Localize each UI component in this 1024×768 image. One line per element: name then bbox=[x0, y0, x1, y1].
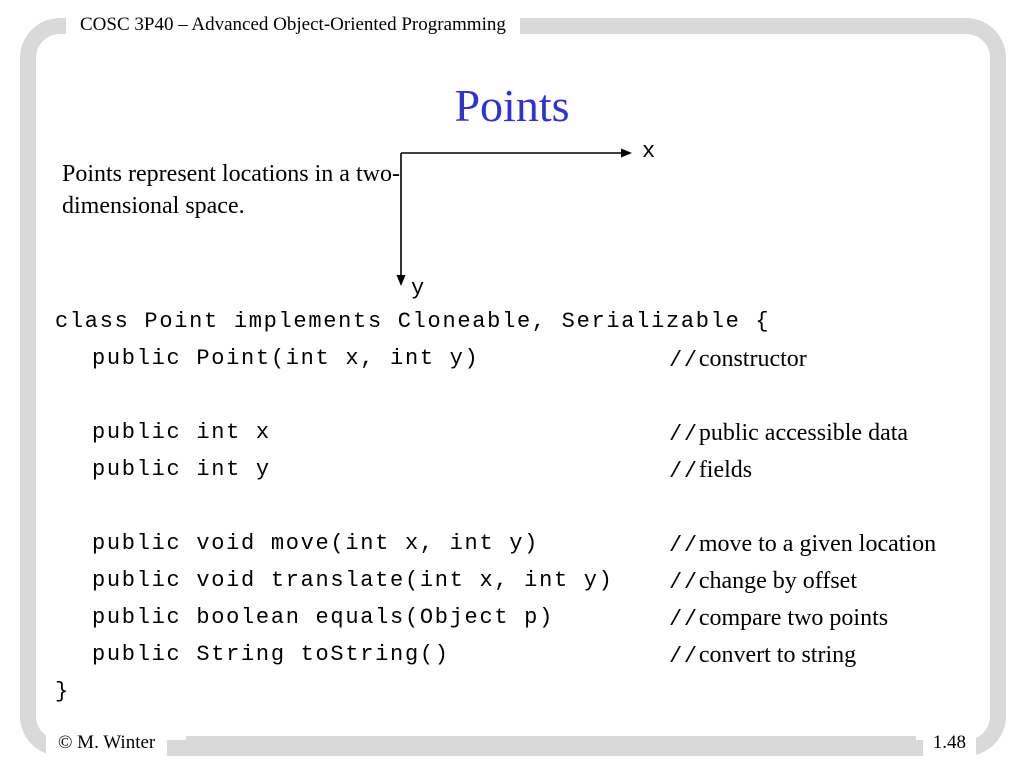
class-declaration: class Point implements Cloneable, Serial… bbox=[55, 309, 771, 334]
code-line: public void translate(int x, int y) //ch… bbox=[55, 562, 995, 599]
code-text: public String toString() bbox=[92, 642, 450, 667]
code-line-closing-brace: } bbox=[55, 673, 995, 710]
intro-text: Points represent locations in a two-dime… bbox=[62, 161, 400, 219]
closing-brace: } bbox=[55, 679, 70, 704]
code-block: class Point implements Cloneable, Serial… bbox=[55, 303, 995, 710]
code-text: public int y bbox=[92, 457, 271, 482]
x-axis-label: x bbox=[642, 139, 656, 164]
code-comment: //compare two points bbox=[669, 605, 889, 632]
code-text: public int x bbox=[92, 420, 271, 445]
coordinate-axes-diagram bbox=[396, 148, 632, 286]
page-number: 1.48 bbox=[922, 729, 976, 757]
code-comment: //move to a given location bbox=[669, 531, 937, 558]
code-comment: //public accessible data bbox=[669, 420, 909, 447]
footer-author: © M. Winter bbox=[46, 729, 168, 757]
code-line: public int y //fields bbox=[55, 451, 995, 488]
code-line: public String toString() //convert to st… bbox=[55, 636, 995, 673]
code-text: public Point(int x, int y) bbox=[92, 346, 480, 371]
code-line: public boolean equals(Object p) //compar… bbox=[55, 599, 995, 636]
course-header: COSC 3P40 – Advanced Object-Oriented Pro… bbox=[66, 11, 520, 39]
slide-title: Points bbox=[454, 80, 570, 131]
code-line: public int x //public accessible data bbox=[55, 414, 995, 451]
code-line-class-declaration: class Point implements Cloneable, Serial… bbox=[55, 303, 995, 340]
code-comment: //fields bbox=[669, 457, 753, 484]
code-comment: //convert to string bbox=[669, 642, 857, 669]
code-line: public void move(int x, int y) //move to… bbox=[55, 525, 995, 562]
y-axis-label: y bbox=[411, 276, 425, 301]
code-line-blank bbox=[55, 377, 995, 414]
code-line-blank bbox=[55, 488, 995, 525]
code-comment: //change by offset bbox=[669, 568, 857, 595]
code-comment: //constructor bbox=[669, 346, 807, 373]
y-axis-arrow bbox=[396, 153, 406, 286]
code-text: public void move(int x, int y) bbox=[92, 531, 540, 556]
code-line: public Point(int x, int y) //constructor bbox=[55, 340, 995, 377]
footer-bar bbox=[186, 736, 916, 750]
x-axis-arrow bbox=[401, 148, 632, 158]
code-text: public void translate(int x, int y) bbox=[92, 568, 614, 593]
code-text: public boolean equals(Object p) bbox=[92, 605, 554, 630]
